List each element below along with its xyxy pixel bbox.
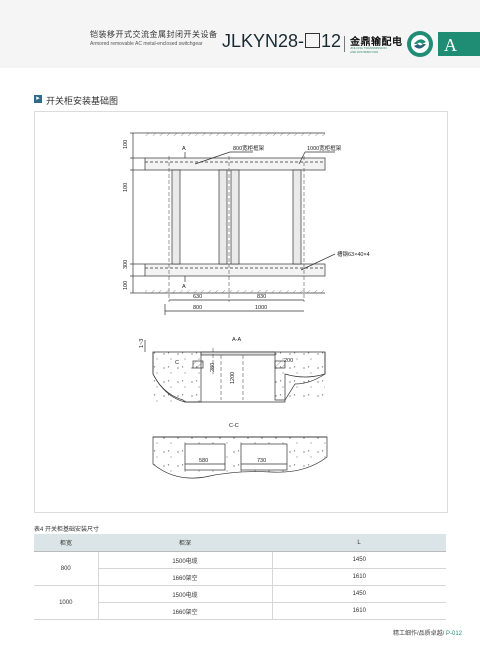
col-header-l: L [272, 534, 446, 552]
model-suffix: 12 [321, 31, 342, 51]
cell-width: 800 [34, 551, 99, 586]
page-footer: 精工细作/品质卓越/ P-012 [393, 628, 462, 637]
model-prefix: JLKYN28- [222, 31, 305, 51]
cell-depth: 1660架空 [98, 568, 273, 586]
table-row: 1000 1500电缆 1450 [34, 585, 446, 620]
cell-depth: 1660架空 [98, 602, 273, 620]
dim-800: 800 [193, 305, 202, 311]
section-cc-view [152, 436, 328, 479]
dim-1200: 1200 [230, 372, 236, 384]
label-frame-800: 800宽柜框架 [233, 144, 265, 152]
section-cc-title: C-C [229, 423, 239, 429]
table-header-row: 柜宽 柜深 L [34, 534, 446, 552]
section-aa-view [144, 340, 326, 403]
brand-en-line2: AND DISTRIBUTION [350, 50, 379, 54]
cell-depth: 1500电缆 [98, 585, 273, 603]
table-row: 800 1500电缆 1450 [34, 551, 446, 586]
cell-l: 1610 [272, 602, 446, 620]
cell-l: 1450 [272, 551, 446, 569]
dim-1000: 1000 [255, 305, 267, 311]
model-placeholder-box [305, 33, 321, 48]
cell-width: 1000 [34, 585, 99, 620]
section-title: 开关柜安装基础图 [46, 96, 119, 106]
foundation-drawing: 100 100 300 100 A A 800宽柜框架 1000宽柜框架 槽钢6… [123, 132, 370, 479]
brand-divider [344, 36, 345, 52]
dim-300: 300 [123, 260, 129, 269]
dim-100-b: 100 [123, 183, 129, 192]
table-caption: 表4 开关柜基础安装尺寸 [34, 527, 100, 533]
table-row: 1660架空 1610 [34, 602, 446, 620]
col-header-depth: 柜深 [98, 534, 272, 552]
section-mark-a-bottom: A [182, 284, 186, 290]
brand-logo-icon [407, 31, 433, 57]
mark-c: C [175, 360, 179, 366]
plan-view [130, 132, 336, 315]
plan-view-labels: 100 100 300 100 A A 800宽柜框架 1000宽柜框架 槽钢6… [123, 140, 370, 311]
dim-830: 830 [257, 294, 266, 300]
page-number: P-012 [445, 631, 462, 637]
dim-630: 630 [193, 294, 202, 300]
section-letter-tab: A [438, 32, 480, 56]
brand-name-cn: 金鼎输配电 [350, 37, 403, 48]
table-row: 1660架空 1610 [34, 568, 446, 586]
dim-1-3: 1~3 [139, 339, 145, 348]
cell-l: 1610 [272, 568, 446, 586]
section-cc-labels: C-C 580 730 [199, 423, 266, 464]
cell-l: 1450 [272, 585, 446, 603]
brand-en-line1: JINLONG TRANSMISSION [350, 46, 387, 50]
dim-280: 280 [210, 363, 216, 372]
dim-580: 580 [199, 458, 208, 464]
cell-depth: 1500电缆 [98, 551, 273, 569]
header-title-cn: 铠装移开式交流金属封闭开关设备 [90, 30, 218, 39]
section-bullet-icon: ▸ [34, 95, 42, 103]
dim-730: 730 [257, 458, 266, 464]
col-header-width: 柜宽 [34, 534, 98, 552]
dim-100-c: 100 [123, 281, 129, 290]
section-mark-a-top: A [182, 146, 186, 152]
foundation-dimensions-table: 柜宽 柜深 L 800 1500电缆 1450 1660架空 1610 1000… [34, 534, 446, 620]
dim-200: 200 [284, 358, 293, 364]
label-channel-steel: 槽钢63×40×4 [337, 250, 370, 258]
header-title-en: Armored removable AC metal-enclosed swit… [90, 41, 203, 47]
page-header: 铠装移开式交流金属封闭开关设备 Armored removable AC met… [0, 0, 480, 68]
section-aa-labels: A-A 1~3 C 280 200 1200 [139, 337, 293, 384]
section-letter: A [444, 35, 457, 55]
footer-text: 精工细作/品质卓越/ [392, 631, 445, 637]
dim-100-a: 100 [123, 140, 129, 149]
label-frame-1000: 1000宽柜框架 [307, 144, 342, 152]
drawing-panel: 100 100 300 100 A A 800宽柜框架 1000宽柜框架 槽钢6… [34, 111, 448, 513]
model-number: JLKYN28- 12 [222, 31, 341, 52]
section-aa-title: A-A [232, 337, 242, 343]
